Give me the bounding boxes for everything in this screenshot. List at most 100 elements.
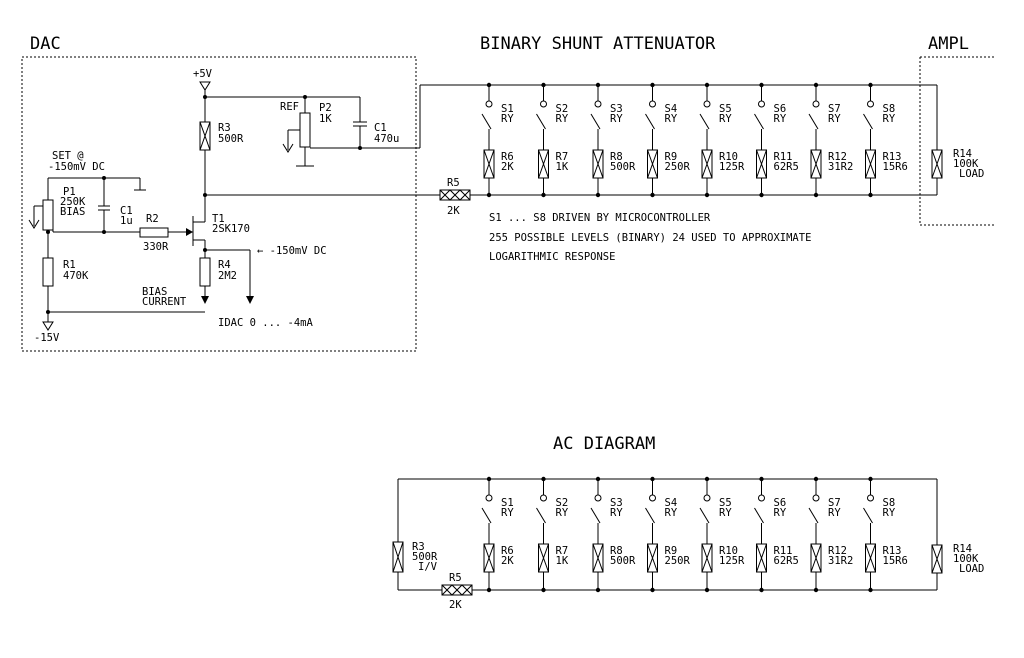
- ac-resistor-name: R9: [665, 545, 678, 557]
- r2-resistor: [139, 227, 169, 238]
- set-label-1: SET @: [52, 150, 84, 162]
- p2-potentiometer: [299, 112, 311, 148]
- ref-label: REF: [280, 101, 299, 113]
- ac-resistor-name: R13: [883, 545, 902, 557]
- relay-switch: [699, 113, 710, 130]
- ac-resistor-value: 125R: [719, 555, 745, 567]
- ac-r14-name: R14: [953, 543, 972, 555]
- r3-name: R3: [218, 122, 231, 134]
- ac-resistor-name: R10: [719, 545, 738, 557]
- r5-name: R5: [447, 177, 460, 189]
- resistor-name: R8: [610, 151, 623, 163]
- ac-resistor-name: R12: [828, 545, 847, 557]
- ac-relay-name: S7: [828, 497, 841, 509]
- ac-resistor-value: 250R: [665, 555, 691, 567]
- dc-arrow-label: ← -150mV DC: [257, 245, 327, 257]
- relay-name: S5: [719, 103, 732, 115]
- r1-name: R1: [63, 259, 76, 271]
- bias-label-1: BIAS: [142, 286, 167, 298]
- ac-relay-type: RY: [774, 507, 787, 519]
- resistor-value: 31R2: [828, 161, 853, 173]
- resistor-name: R12: [828, 151, 847, 163]
- r4-value: 2M2: [218, 270, 237, 282]
- r14-name: R14: [953, 148, 972, 160]
- p1-note: BIAS: [60, 206, 85, 218]
- ac-relay-type: RY: [828, 507, 841, 519]
- dac-block: +5V R3 500R REF P2 1K C1 470u: [21, 56, 440, 352]
- note-line-1: S1 ... S8 DRIVEN BY MICROCONTROLLER: [489, 212, 711, 224]
- ac-relay-type: RY: [556, 507, 569, 519]
- ac-relay-switch: [699, 507, 710, 524]
- heading-attenuator: BINARY SHUNT ATTENUATOR: [480, 34, 716, 54]
- ac-relay-contact: [703, 494, 711, 502]
- ac-relay-name: S6: [774, 497, 787, 509]
- ac-relay-type: RY: [610, 507, 623, 519]
- ac-resistor-value: 1K: [556, 555, 569, 567]
- junction-bottom: [541, 192, 546, 198]
- relay-switch: [590, 113, 601, 130]
- resistor-name: R11: [774, 151, 793, 163]
- bias-label-2: CURRENT: [142, 296, 187, 308]
- r4-name: R4: [218, 259, 231, 271]
- r14-value: 100K: [953, 158, 979, 170]
- p2-value: 1K: [319, 113, 332, 125]
- relay-type: RY: [828, 113, 841, 125]
- resistor-name: R9: [665, 151, 678, 163]
- dac-boundary: [21, 56, 417, 352]
- relay-contact: [867, 100, 874, 108]
- ac-relay-name: S8: [883, 497, 896, 509]
- resistor-name: R6: [501, 151, 514, 163]
- resistor-value: 250R: [665, 161, 691, 173]
- junction-bottom: [595, 192, 601, 198]
- ac-relay-name: S5: [719, 497, 732, 509]
- idac-label: IDAC 0 ... -4mA: [218, 317, 314, 329]
- ac-resistor-value: 500R: [610, 555, 636, 567]
- ac-relay-contact: [812, 494, 820, 502]
- relay-contact: [703, 100, 711, 108]
- relay-type: RY: [610, 113, 623, 125]
- ac-relay-switch: [808, 507, 819, 524]
- ac-resistor-name: R8: [610, 545, 623, 557]
- relay-type: RY: [501, 113, 514, 125]
- resistor-value: 15R6: [883, 161, 908, 173]
- ac-junction-bottom: [759, 587, 764, 593]
- r2-name: R2: [146, 213, 159, 225]
- ampl-boundary: [919, 56, 995, 226]
- relay-contact: [540, 100, 547, 108]
- ac-resistor-value: 15R6: [883, 555, 908, 567]
- vminus-symbol: [42, 321, 54, 331]
- heading-ac-diagram: AC DIAGRAM: [553, 434, 655, 454]
- ac-relay-contact: [867, 494, 874, 502]
- ac-r14-value: 100K: [953, 553, 979, 565]
- ac-relay-contact: [540, 494, 547, 502]
- junction-bottom: [759, 192, 764, 198]
- ac-r14-note: LOAD: [959, 563, 984, 575]
- ac-resistor-name: R11: [774, 545, 793, 557]
- p1-potentiometer: [42, 199, 54, 231]
- ac-relay-type: RY: [719, 507, 732, 519]
- junction-bottom: [704, 192, 710, 198]
- relay-type: RY: [719, 113, 732, 125]
- ac-relay-type: RY: [665, 507, 678, 519]
- relay-contact: [594, 100, 602, 108]
- c1-name: C1: [120, 205, 133, 217]
- relay-name: S3: [610, 103, 623, 115]
- ac-relay-name: S2: [556, 497, 569, 509]
- vplus-symbol: [199, 81, 211, 91]
- relay-contact: [812, 100, 820, 108]
- ac-relay-name: S1: [501, 497, 514, 509]
- vminus-label: -15V: [34, 332, 60, 344]
- ac-resistor-name: R7: [556, 545, 569, 557]
- resistor-value: 500R: [610, 161, 636, 173]
- ac-relay-contact: [649, 494, 656, 502]
